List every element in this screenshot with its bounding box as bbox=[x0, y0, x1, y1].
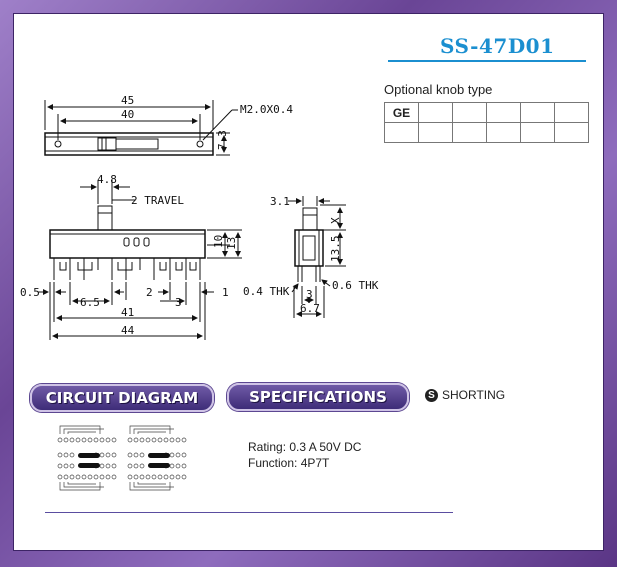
knob-type-table: GE bbox=[384, 102, 589, 143]
shorting-label: SHORTING bbox=[442, 388, 506, 402]
dim-travel: 2 TRAVEL bbox=[131, 194, 184, 207]
dim-13-5: 13.5 bbox=[329, 236, 342, 263]
dim-44: 44 bbox=[121, 324, 135, 337]
dim-13: 13 bbox=[225, 237, 238, 250]
circuit-group-left bbox=[57, 425, 117, 491]
dim-screw: M2.0X0.4 bbox=[240, 103, 293, 116]
dim-0-4-thk: 0.4 THK bbox=[243, 285, 290, 298]
dim-x: X bbox=[329, 217, 342, 224]
spec-rating: Rating: 0.3 A 50V DC bbox=[248, 440, 362, 454]
front-view bbox=[38, 180, 242, 340]
shorting-indicator: S SHORTING bbox=[425, 388, 505, 402]
dim-4-8: 4.8 bbox=[97, 173, 117, 186]
dim-10: 10 bbox=[212, 235, 225, 248]
dim-3-1: 3.1 bbox=[270, 195, 290, 208]
side-view bbox=[288, 196, 346, 318]
knob-type-label: Optional knob type bbox=[384, 82, 493, 97]
dim-3-side: 3 bbox=[306, 288, 313, 301]
spec-function: Function: 4P7T bbox=[248, 456, 330, 470]
specifications-title: SPECIFICATIONS bbox=[249, 388, 387, 406]
dim-0-5: 0.5 bbox=[20, 286, 40, 299]
bottom-rule bbox=[45, 512, 453, 513]
dim-45: 45 bbox=[121, 94, 134, 107]
model-title: SS-47D01 bbox=[440, 34, 555, 58]
circuit-diagram-header: CIRCUIT DIAGRAM bbox=[30, 384, 214, 412]
dim-6-7: 6.7 bbox=[300, 302, 320, 315]
specifications-header: SPECIFICATIONS bbox=[227, 383, 409, 411]
circuit-diagram-title: CIRCUIT DIAGRAM bbox=[45, 389, 199, 407]
dim-6-5: 6.5 bbox=[80, 296, 100, 309]
dim-41: 41 bbox=[121, 306, 134, 319]
circuit-group-right bbox=[127, 425, 187, 491]
shorting-icon: S bbox=[425, 388, 438, 402]
dim-2: 2 bbox=[146, 286, 153, 299]
dim-0-6-thk: 0.6 THK bbox=[332, 279, 379, 292]
circuit-diagram bbox=[57, 425, 187, 491]
dim-3: 3 bbox=[175, 296, 182, 309]
top-view bbox=[44, 100, 238, 156]
knob-empty-cell bbox=[554, 122, 589, 143]
title-underline bbox=[388, 60, 586, 62]
dim-40: 40 bbox=[121, 108, 134, 121]
dim-7-3: 7.3 bbox=[216, 130, 229, 150]
dim-1: 1 bbox=[222, 286, 229, 299]
